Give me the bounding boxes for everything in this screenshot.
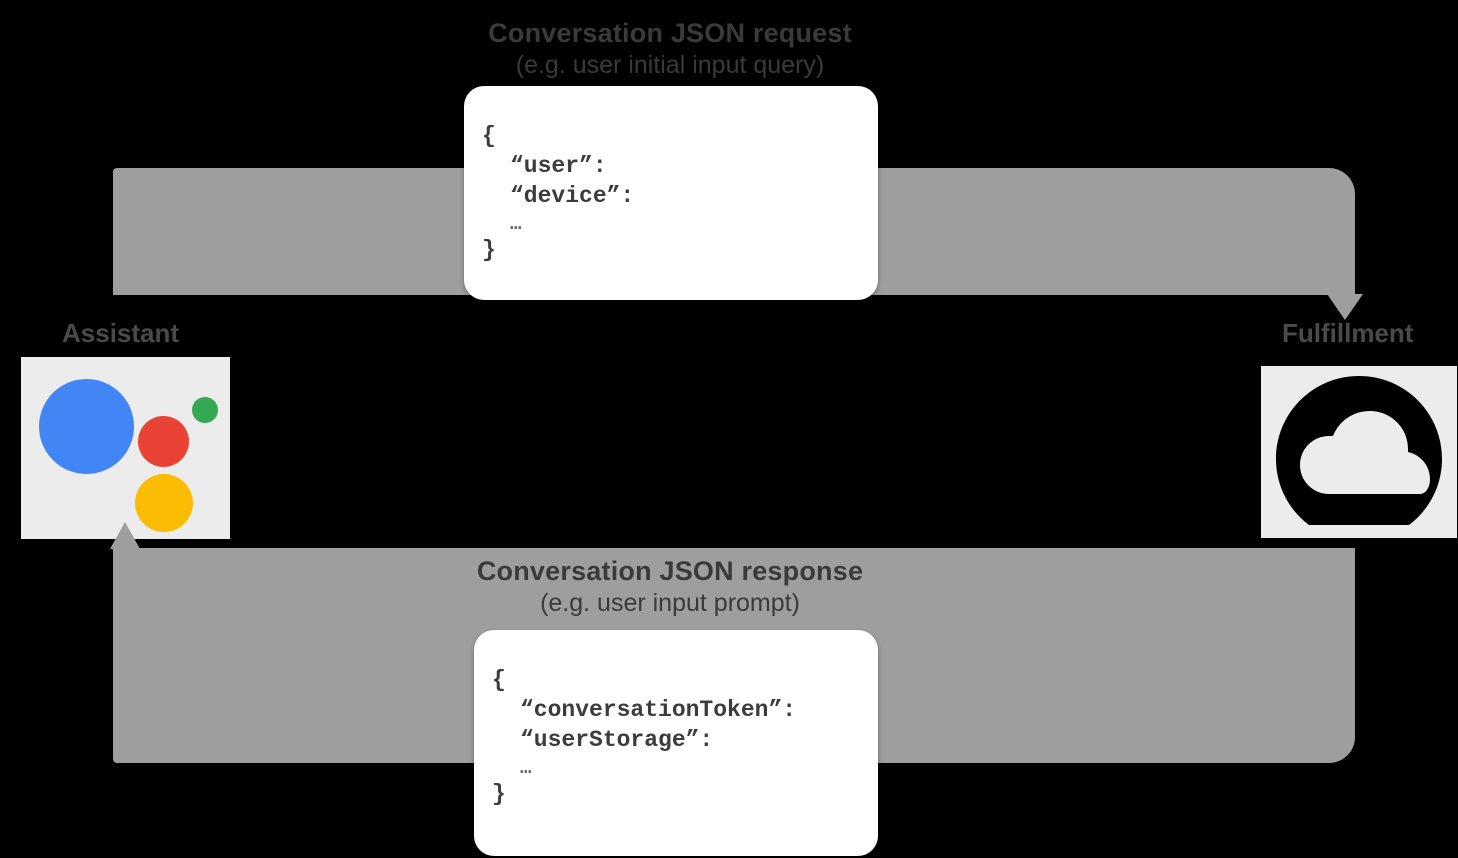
assistant-red-dot-icon (138, 416, 189, 467)
google-assistant-icon (21, 357, 230, 539)
request-subtitle: (e.g. user initial input query) (515, 51, 825, 80)
request-json-close-brace: } (482, 237, 496, 264)
response-subtitle: (e.g. user input prompt) (540, 589, 800, 618)
request-json-key-device: “device”: (510, 182, 635, 209)
request-label-group: Conversation JSON request (e.g. user ini… (330, 18, 1010, 79)
assistant-green-dot-icon (192, 397, 218, 423)
response-title: Conversation JSON response (476, 556, 864, 586)
response-json-ellipsis: … (520, 756, 534, 779)
response-json-open-brace: { (492, 667, 506, 693)
response-json-key-conversation-token: “conversationToken”: (520, 696, 797, 723)
assistant-node-label: Assistant (62, 318, 180, 348)
response-json-close-brace: } (492, 781, 506, 808)
cloud-functions-icon (1261, 366, 1457, 538)
fulfillment-node-label: Fulfillment (1282, 318, 1414, 348)
response-json-card: { “conversationToken”: “userStorage”: … … (474, 630, 878, 856)
response-label-group: Conversation JSON response (e.g. user in… (330, 556, 1010, 617)
request-json-card: { “user”: “device”: … } (464, 86, 878, 300)
response-arrowhead-icon (110, 522, 140, 549)
assistant-blue-dot-icon (39, 379, 134, 474)
assistant-yellow-dot-icon (135, 474, 193, 532)
request-json-ellipsis: … (510, 212, 524, 235)
request-json-key-user: “user”: (510, 152, 607, 179)
request-json-open-brace: { (482, 123, 496, 149)
request-title: Conversation JSON request (488, 18, 852, 48)
request-arrowhead-icon (1327, 294, 1363, 320)
cloud-glyph-icon (1276, 376, 1442, 525)
response-json-key-user-storage: “userStorage”: (520, 726, 714, 753)
